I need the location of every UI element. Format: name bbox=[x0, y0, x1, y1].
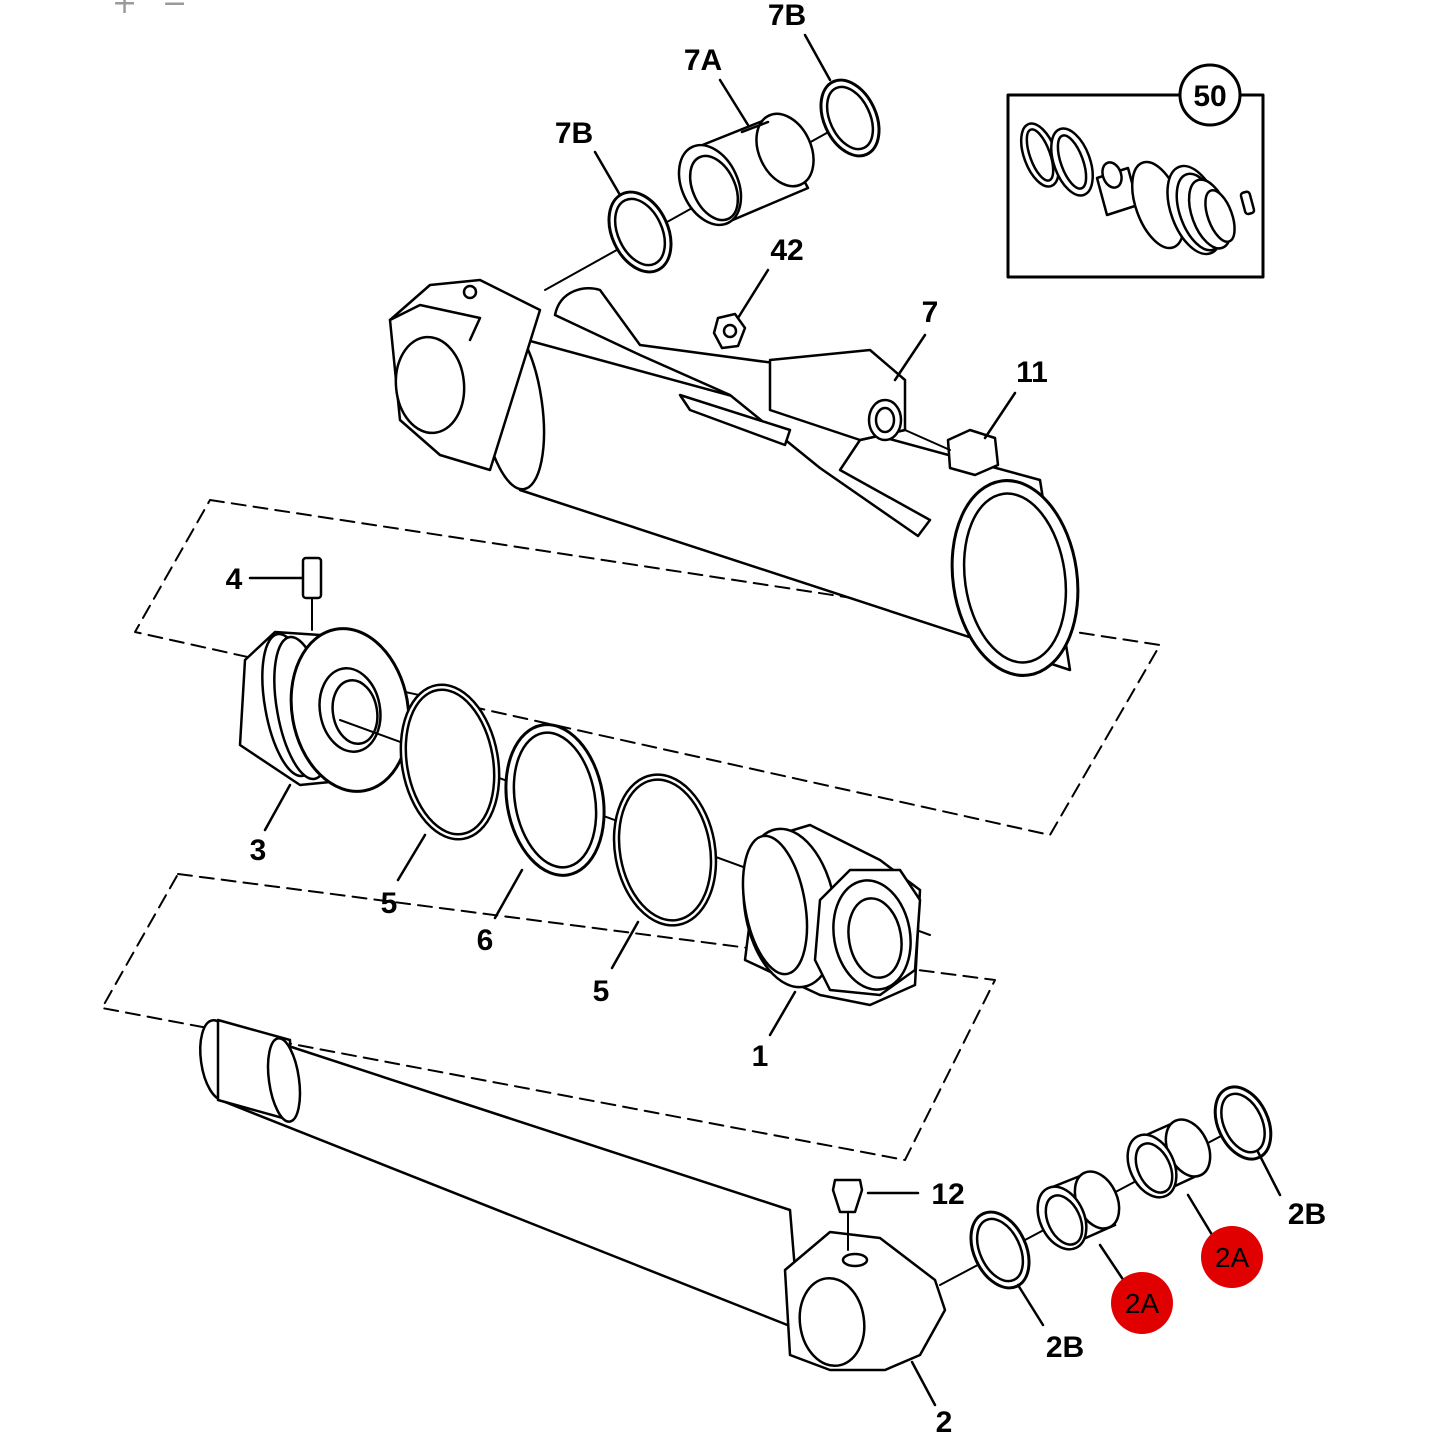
kit-50-callout-circle bbox=[1178, 63, 1242, 127]
hex-nut-42[interactable] bbox=[712, 312, 747, 350]
callout-5-left: 5 bbox=[381, 887, 398, 920]
dashed-outline-rod-group bbox=[101, 873, 996, 1161]
leader-lines bbox=[248, 33, 1282, 1407]
seal-kit-inset[interactable] bbox=[1006, 93, 1265, 279]
callout-7b-left: 7B bbox=[555, 117, 593, 150]
piston-rod-2[interactable] bbox=[196, 1018, 947, 1372]
callout-12: 12 bbox=[931, 1178, 964, 1211]
pin-4[interactable] bbox=[301, 556, 323, 631]
bushing-2a-right[interactable] bbox=[1118, 1112, 1219, 1205]
plug-11[interactable] bbox=[904, 428, 1000, 477]
callout-7a: 7A bbox=[684, 44, 722, 77]
callout-2b-left: 2B bbox=[1046, 1331, 1084, 1364]
callout-3: 3 bbox=[250, 834, 267, 867]
cylinder-barrel[interactable] bbox=[388, 278, 1090, 684]
seal-ring-7b-top[interactable] bbox=[810, 71, 891, 165]
callout-7: 7 bbox=[922, 296, 939, 329]
callout-2b-right: 2B bbox=[1288, 1198, 1326, 1231]
callout-11: 11 bbox=[1016, 356, 1048, 389]
callout-2a-left: 2A bbox=[1125, 1288, 1160, 1319]
callout-50: 50 bbox=[1193, 80, 1226, 113]
zoom-in-button[interactable]: + bbox=[112, 0, 138, 21]
gland-head-1[interactable] bbox=[732, 821, 922, 1007]
zoom-out-button[interactable]: − bbox=[162, 0, 188, 21]
bushing-7a[interactable] bbox=[667, 105, 825, 235]
seal-ring-5-left[interactable] bbox=[389, 677, 511, 847]
piston-3[interactable] bbox=[238, 619, 421, 801]
seal-ring-2b-left[interactable] bbox=[960, 1203, 1041, 1297]
callout-4: 4 bbox=[226, 563, 243, 596]
callout-42: 42 bbox=[770, 234, 803, 267]
callout-2: 2 bbox=[936, 1406, 953, 1439]
callout-2a-right: 2A bbox=[1215, 1242, 1250, 1273]
seal-ring-2b-right[interactable] bbox=[1204, 1078, 1281, 1168]
callout-6: 6 bbox=[477, 924, 494, 957]
highlight-marker-2a-right bbox=[1201, 1226, 1263, 1288]
highlight-marker-2a-left bbox=[1111, 1272, 1173, 1334]
grease-fitting-12[interactable] bbox=[831, 1178, 864, 1251]
seal-ring-5-right[interactable] bbox=[603, 766, 728, 933]
callout-1: 1 bbox=[752, 1040, 769, 1073]
seal-ring-6[interactable] bbox=[495, 717, 616, 883]
callout-7b-top: 7B bbox=[768, 0, 806, 32]
seal-ring-7b-left[interactable] bbox=[597, 182, 683, 282]
callout-5-right: 5 bbox=[593, 975, 610, 1008]
bushing-2a-left[interactable] bbox=[1028, 1164, 1128, 1257]
